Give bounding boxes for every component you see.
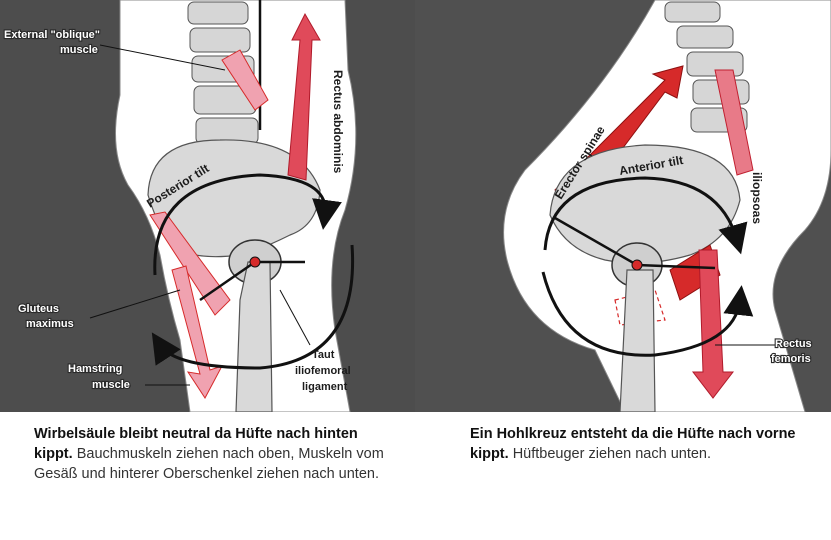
caption-right-text: Hüftbeuger ziehen nach unten.	[513, 446, 711, 462]
posterior-tilt-diagram: External "oblique" muscle Rectus abdomin…	[0, 0, 415, 412]
label-external-oblique: External "oblique"	[4, 29, 100, 41]
caption-posterior-tilt: Wirbelsäule bleibt neutral da Hüfte nach…	[34, 424, 394, 484]
anterior-tilt-diagram: Erector spinae Anterior tilt iliopsoas R…	[415, 0, 831, 412]
label-femoris: femoris	[771, 353, 811, 365]
anterior-tilt-illustration: Erector spinae Anterior tilt iliopsoas R…	[415, 0, 831, 412]
label-maximus: maximus	[26, 318, 74, 330]
label-external-oblique-2: muscle	[60, 44, 98, 56]
label-hamstring-2: muscle	[92, 379, 130, 391]
hip-center-right	[632, 260, 642, 270]
gluteus-leader	[90, 290, 180, 318]
label-taut: Taut	[312, 349, 335, 361]
label-iliofemoral: iliofemoral	[295, 365, 351, 377]
label-hamstring: Hamstring	[68, 363, 122, 375]
hip-center	[250, 257, 260, 267]
caption-left-text: Bauchmuskeln ziehen nach oben, Muskeln v…	[34, 446, 384, 482]
label-rectus: Rectus	[775, 338, 812, 350]
posterior-tilt-illustration: External "oblique" muscle Rectus abdomin…	[0, 0, 415, 412]
label-rectus-abdominis: Rectus abdominis	[331, 70, 345, 174]
label-iliopsoas: iliopsoas	[750, 172, 764, 224]
caption-anterior-tilt: Ein Hohlkreuz entsteht da die Hüfte nach…	[470, 424, 820, 464]
label-gluteus: Gluteus	[18, 303, 59, 315]
label-ligament: ligament	[302, 381, 348, 393]
